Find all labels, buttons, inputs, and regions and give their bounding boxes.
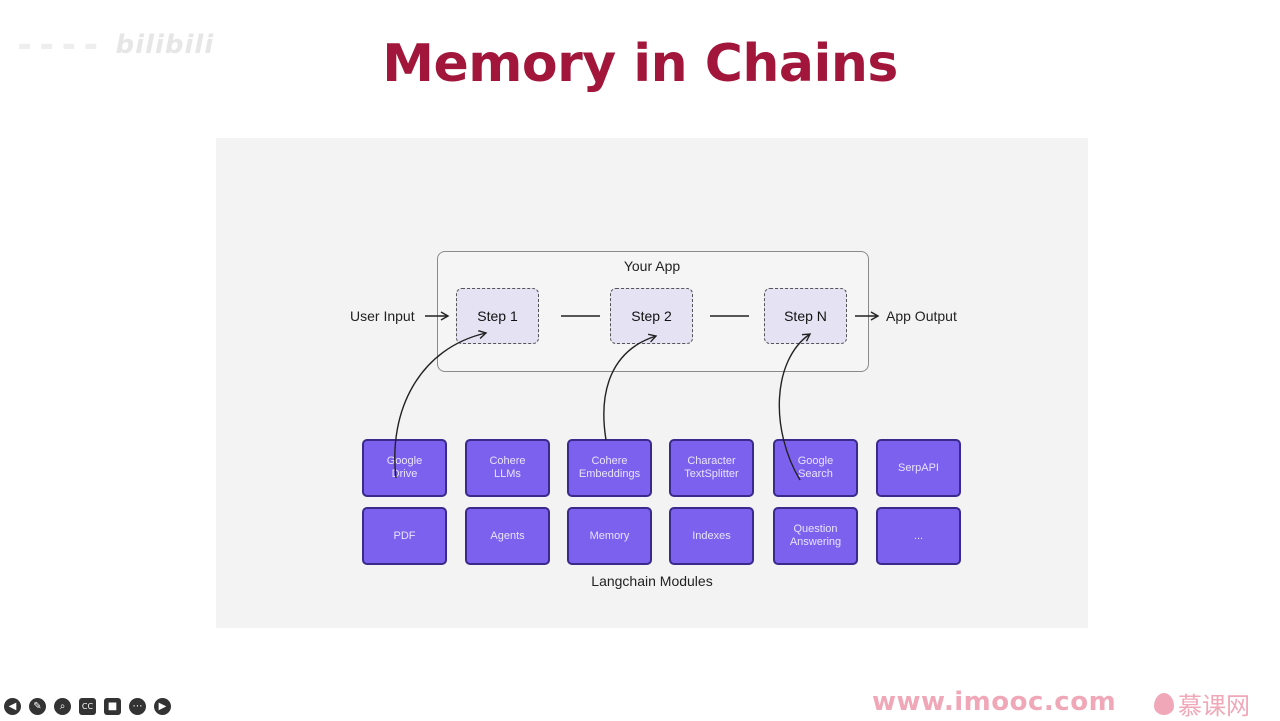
your-app-label: Your App bbox=[623, 258, 681, 274]
user-input-label: User Input bbox=[350, 308, 415, 324]
module-more: ... bbox=[876, 507, 961, 565]
module-agents: Agents bbox=[465, 507, 550, 565]
langchain-modules-label: Langchain Modules bbox=[591, 573, 713, 589]
bilibili-logo: ▬ ▬ ▬ ▬bilibili bbox=[18, 30, 215, 60]
cc-icon[interactable]: CC bbox=[79, 698, 96, 715]
step-n-box: Step N bbox=[764, 288, 847, 344]
app-output-label: App Output bbox=[886, 308, 957, 324]
module-memory: Memory bbox=[567, 507, 652, 565]
flame-icon bbox=[1154, 692, 1174, 715]
imooc-brand-watermark: 慕课网 bbox=[1154, 686, 1250, 721]
brand-name: 慕课网 bbox=[1178, 692, 1250, 720]
step-2-box: Step 2 bbox=[610, 288, 693, 344]
imooc-url-watermark: www.imooc.com bbox=[872, 687, 1117, 717]
module-serpapi: SerpAPI bbox=[876, 439, 961, 497]
pen-icon[interactable]: ✎ bbox=[29, 698, 46, 715]
step-1-box: Step 1 bbox=[456, 288, 539, 344]
slide-title: Memory in Chains bbox=[382, 34, 898, 94]
search-icon[interactable]: ⌕ bbox=[54, 698, 71, 715]
module-pdf: PDF bbox=[362, 507, 447, 565]
camera-icon[interactable]: ■ bbox=[104, 698, 121, 715]
more-icon[interactable]: ⋯ bbox=[129, 698, 146, 715]
player-toolbar: ◀ ✎ ⌕ CC ■ ⋯ ▶ bbox=[4, 698, 171, 715]
next-icon[interactable]: ▶ bbox=[154, 698, 171, 715]
prev-icon[interactable]: ◀ bbox=[4, 698, 21, 715]
module-indexes: Indexes bbox=[669, 507, 754, 565]
